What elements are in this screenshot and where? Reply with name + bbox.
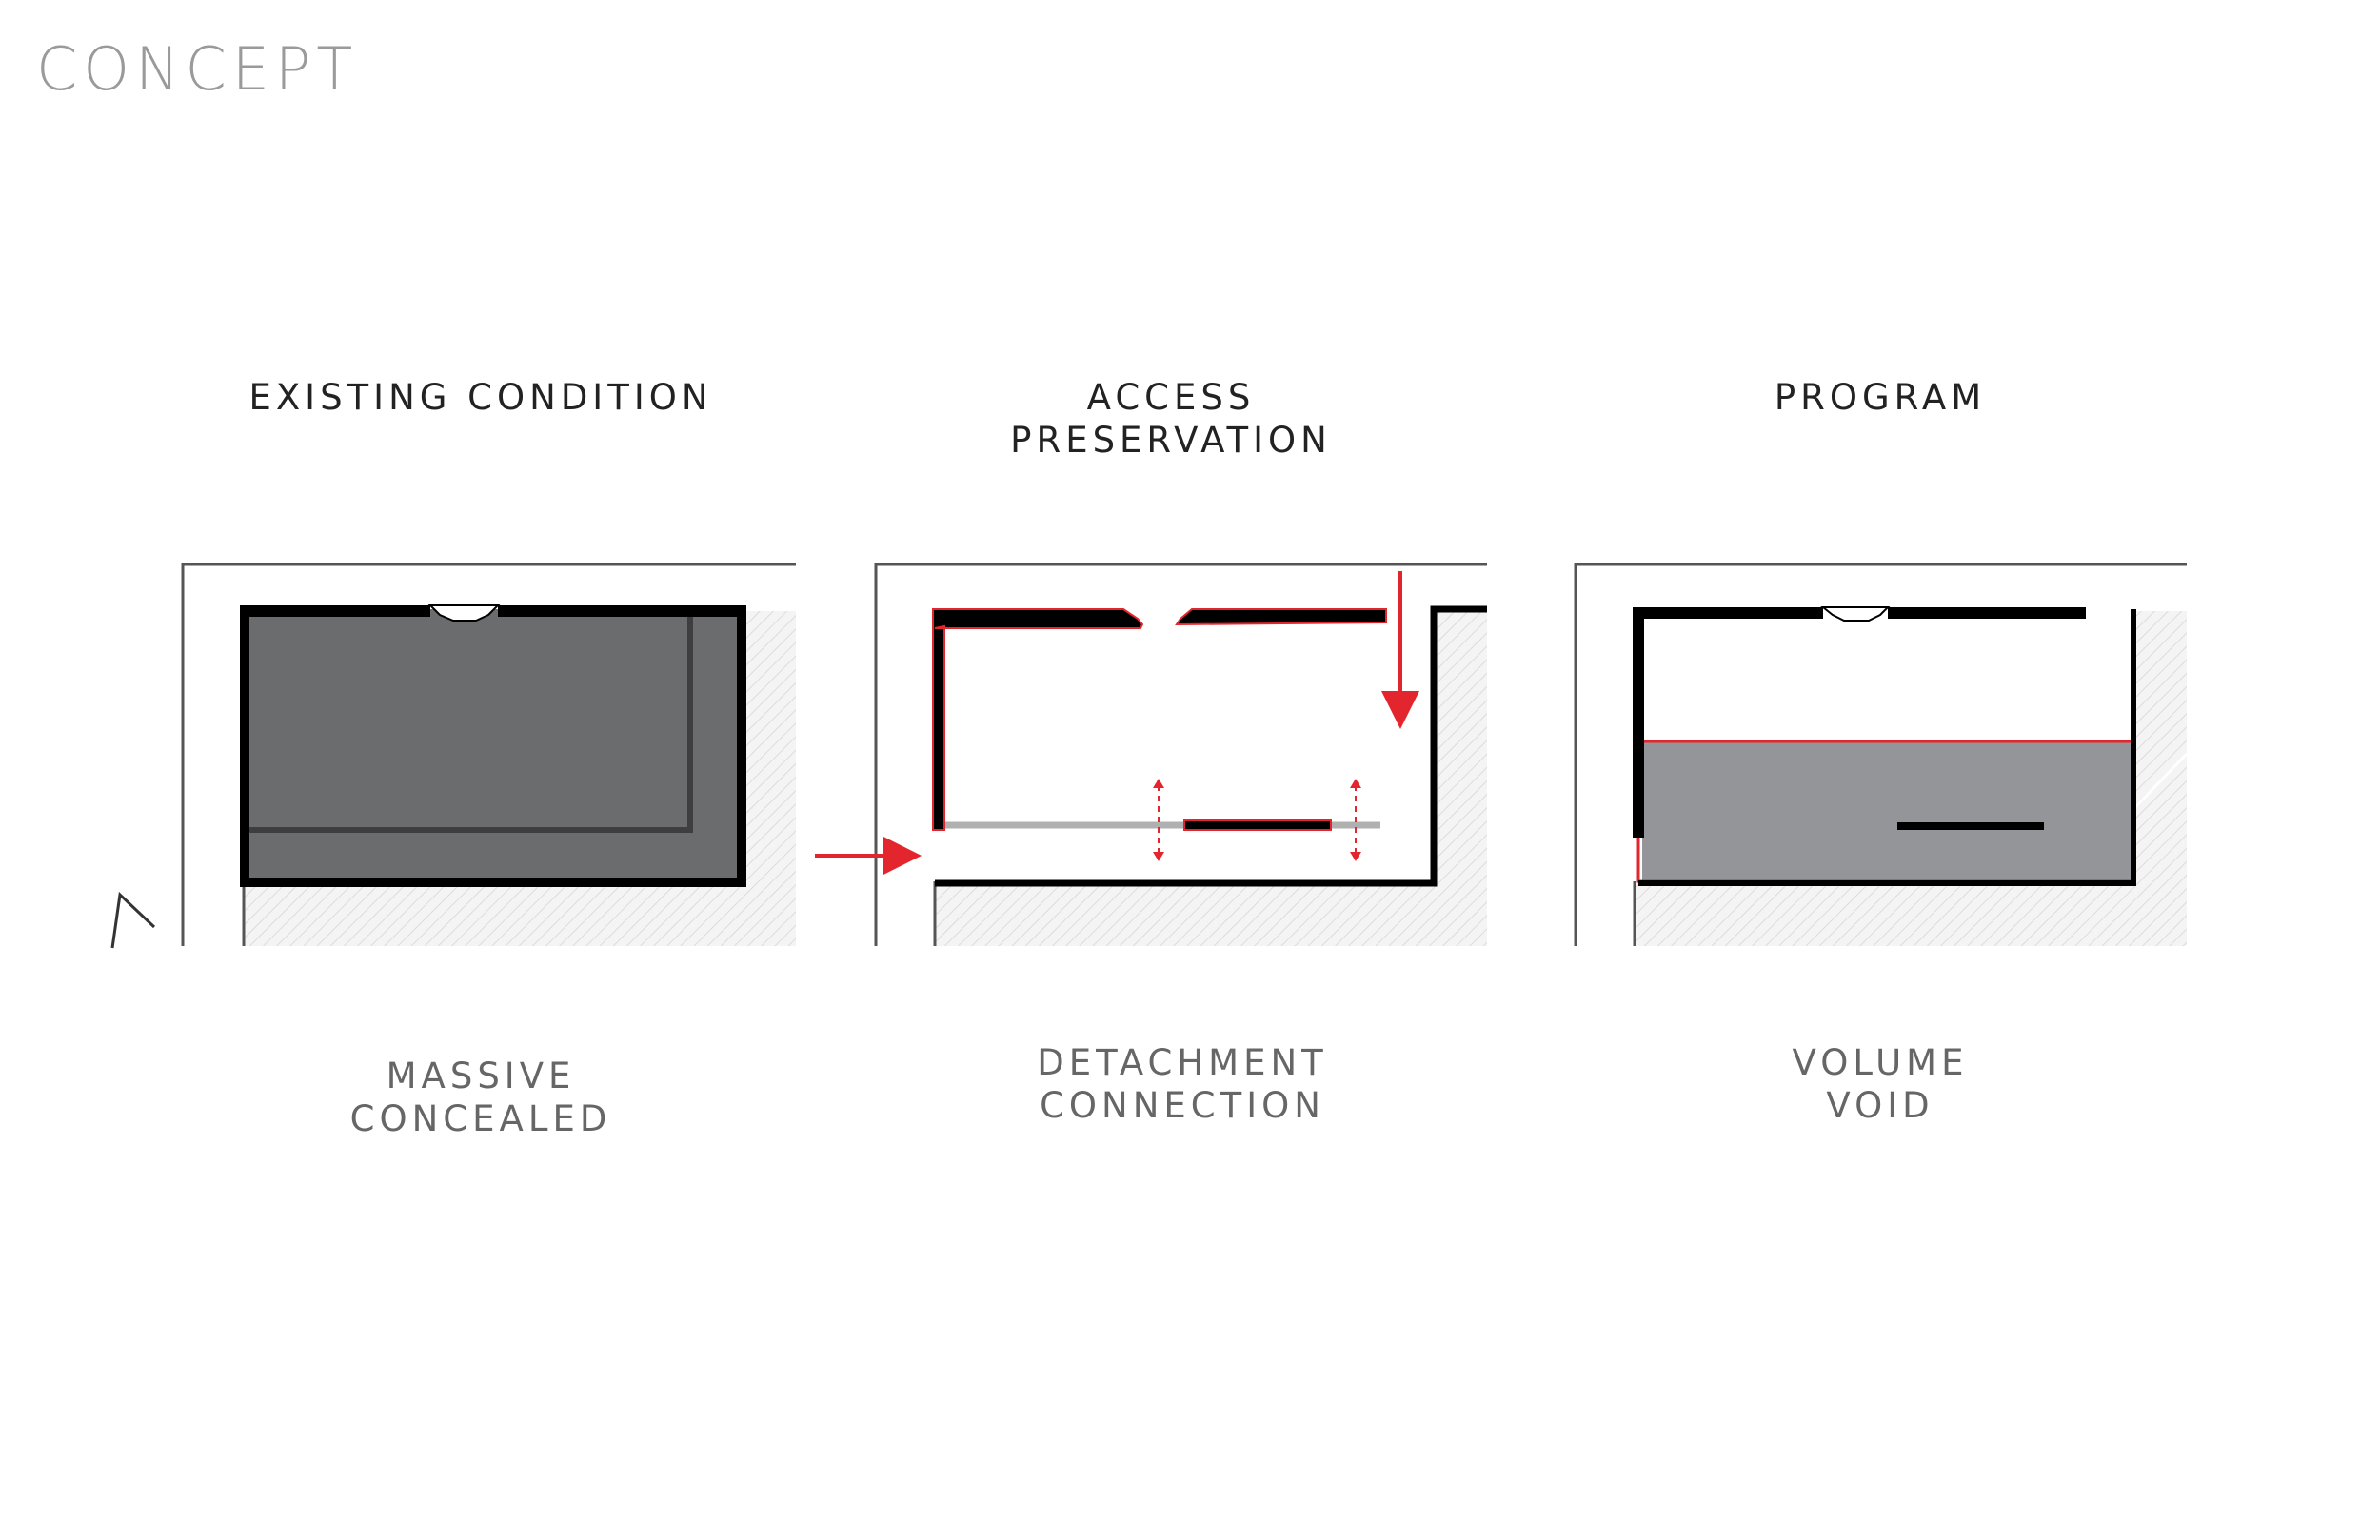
double-arrow-icon <box>1153 779 1164 861</box>
wall <box>737 605 746 887</box>
context-hatch <box>244 883 796 946</box>
context-line <box>2132 752 2189 811</box>
wall <box>1888 607 2086 619</box>
detached-wall <box>932 608 1144 831</box>
panel-3-heading: PROGRAM <box>1774 377 1987 418</box>
panel-1-heading: EXISTING CONDITION <box>248 377 713 418</box>
program-diagram <box>1574 563 2189 946</box>
wall <box>240 605 249 887</box>
wall <box>498 605 746 617</box>
wall <box>1633 607 1823 619</box>
site-outline <box>874 563 1487 946</box>
panel-3-caption: VOLUME VOID <box>1792 1042 1969 1126</box>
panel-2-heading: ACCESS PRESERVATION <box>1010 377 1332 461</box>
context-hatch <box>935 881 1487 946</box>
context-hatch <box>1432 611 1487 887</box>
context-hatch <box>737 611 796 887</box>
wall <box>1633 607 1644 838</box>
page-title: CONCEPT <box>36 34 359 104</box>
double-arrow-icon <box>1350 779 1361 861</box>
inner-volume-edge <box>248 613 693 833</box>
existing-condition-diagram <box>110 563 796 949</box>
access-preservation-diagram <box>815 563 1487 946</box>
program-volume <box>1642 741 2133 880</box>
panel-2-caption: DETACHMENT CONNECTION <box>1037 1042 1328 1126</box>
opening <box>1820 606 1891 622</box>
site-outline <box>181 563 796 946</box>
sliding-panel <box>1183 819 1332 831</box>
wall <box>240 878 746 887</box>
interior-panel <box>1897 822 2044 830</box>
wall <box>240 605 430 617</box>
panel-1-caption: MASSIVE CONCEALED <box>349 1056 612 1139</box>
wall <box>1638 609 2136 886</box>
north-arrow-icon <box>110 891 156 949</box>
opening <box>427 604 501 622</box>
wall <box>935 605 1487 887</box>
massive-volume <box>244 609 741 883</box>
site-outline <box>1574 563 2187 946</box>
context-hatch <box>2133 611 2187 887</box>
detached-wall <box>1175 608 1387 626</box>
context-hatch <box>1635 881 2187 946</box>
